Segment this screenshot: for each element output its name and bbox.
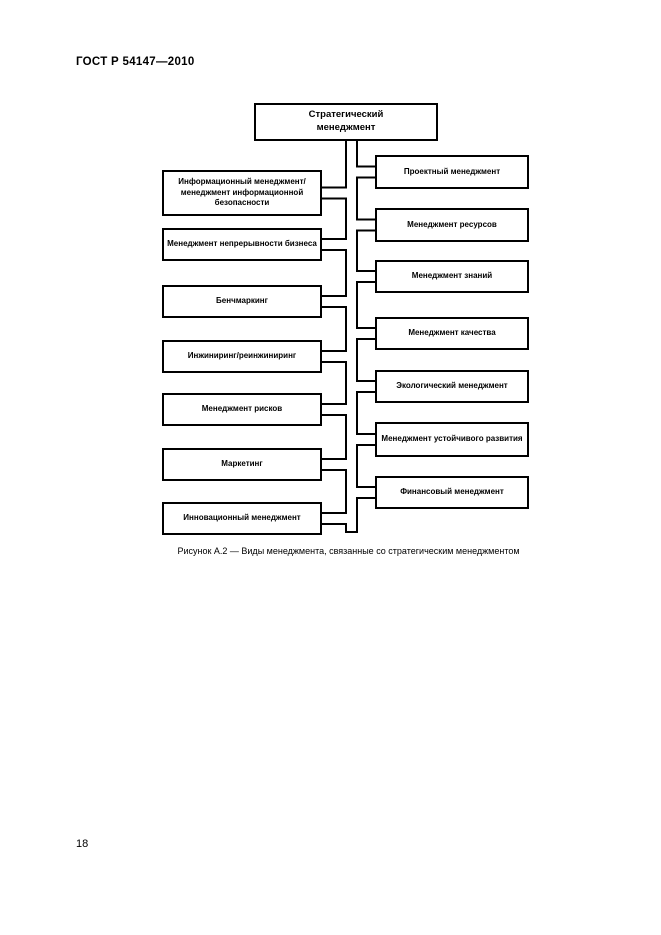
branch-connector-left-2 — [320, 238, 347, 251]
diagram-box-environmental-management: Экологический менеджмент — [375, 370, 529, 403]
diagram-box-business-continuity: Менеджмент непрерывности бизнеса — [162, 228, 322, 261]
diagram-box-engineering-reengineering: Инжиниринг/реинжиниринг — [162, 340, 322, 373]
diagram-connector-lines — [320, 141, 377, 533]
branch-connector-left-7 — [320, 512, 347, 525]
figure-caption: Рисунок А.2 — Виды менеджмента, связанны… — [177, 546, 520, 556]
branch-connector-right-7 — [356, 486, 377, 499]
branch-connector-right-5 — [356, 380, 377, 393]
document-header: ГОСТ Р 54147—2010 — [76, 56, 195, 68]
branch-connector-right-2 — [356, 218, 377, 232]
diagram-box-project-management: Проектный менеджмент — [375, 155, 529, 189]
diagram-box-label: Стратегический менеджмент — [308, 109, 384, 133]
diagram-box-quality-management: Менеджмент качества — [375, 317, 529, 350]
diagram-box-financial-management: Финансовый менеджмент — [375, 476, 529, 509]
diagram-box-benchmarking: Бенчмаркинг — [162, 285, 322, 318]
diagram-box-information-management: Информационный менеджмент/ менеджмент ин… — [162, 170, 322, 216]
diagram-box-sustainable-development: Менеджмент устойчивого развития — [375, 422, 529, 457]
diagram-box-marketing: Маркетинг — [162, 448, 322, 481]
diagram-box-risk-management: Менеджмент рисков — [162, 393, 322, 426]
branch-connector-left-6 — [320, 458, 347, 471]
page-number: 18 — [76, 838, 89, 850]
branch-connector-right-6 — [356, 433, 377, 446]
branch-connector-left-5 — [320, 403, 347, 416]
diagram-box-innovation-management: Инновационный менеджмент — [162, 502, 322, 535]
branch-connector-left-1 — [320, 186, 347, 200]
branch-connector-right-4 — [356, 327, 377, 340]
branch-connector-right-1 — [356, 165, 377, 179]
diagram-box-resource-management: Менеджмент ресурсов — [375, 208, 529, 242]
diagram-box-knowledge-management: Менеджмент знаний — [375, 260, 529, 293]
branch-connector-left-3 — [320, 295, 347, 308]
diagram-box-strategic-management: Стратегический менеджмент — [254, 103, 438, 141]
branch-connector-left-4 — [320, 350, 347, 363]
branch-connector-right-3 — [356, 270, 377, 283]
trunk-connector — [345, 141, 358, 533]
